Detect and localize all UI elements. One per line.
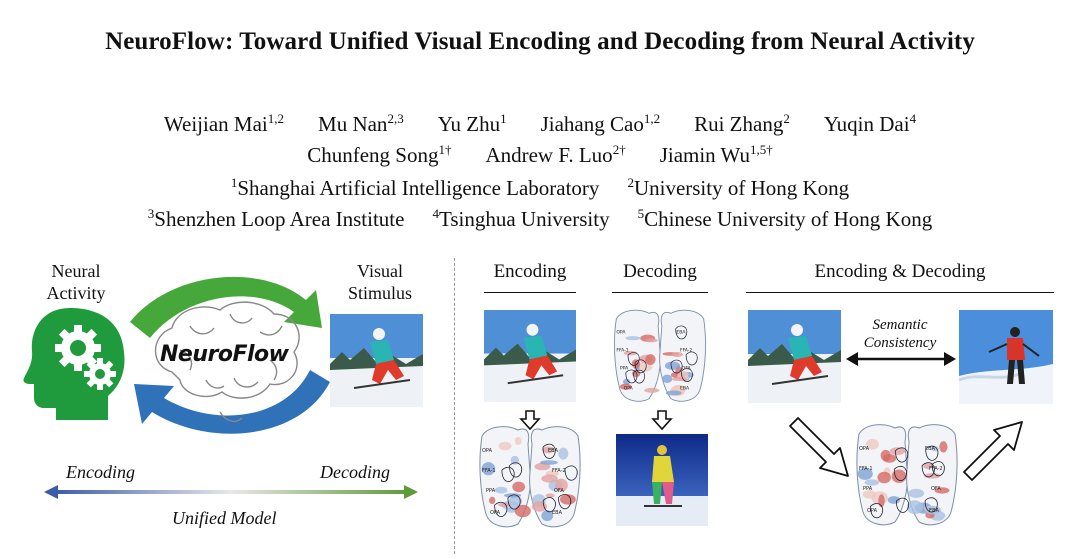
svg-text:EBA: EBA	[929, 508, 940, 514]
affiliation-mark: 2	[627, 175, 634, 190]
author-affiliation-mark: 2	[783, 111, 790, 126]
author-name: Weijian Mai1,2	[163, 111, 285, 136]
svg-text:EBA: EBA	[676, 329, 686, 335]
author-name: Yu Zhu1	[437, 111, 507, 136]
down-arrow-icon	[651, 410, 673, 431]
semantic-line2: Consistency	[863, 335, 937, 351]
svg-text:OPA: OPA	[867, 508, 878, 514]
author-name: Jiamin Wu1,5†	[659, 142, 773, 167]
paper-title: NeuroFlow: Toward Unified Visual Encodin…	[105, 28, 975, 55]
down-arrow-icon	[519, 410, 541, 431]
visual-stimulus-label: Visual Stimulus	[330, 260, 430, 304]
author-affiliation-mark: 1	[500, 111, 507, 126]
decoding-underline	[612, 292, 708, 293]
svg-text:FFA-2: FFA-2	[680, 347, 692, 353]
decoding-arc-arrow	[130, 276, 322, 338]
svg-text:FFA-2: FFA-2	[552, 468, 566, 474]
neural-label-line2: Activity	[46, 283, 106, 303]
encdec-underline	[746, 292, 1054, 293]
svg-text:PPA: PPA	[863, 486, 873, 492]
encoding-arc-arrow	[134, 370, 330, 434]
svg-text:OPA: OPA	[859, 446, 870, 452]
svg-text:PPA: PPA	[486, 488, 496, 494]
unified-model-label: Unified Model	[172, 508, 277, 528]
author-affiliation-mark: 2†	[612, 142, 626, 157]
affiliation-row1: 1Shanghai Artificial Intelligence Labora…	[0, 176, 1080, 201]
diagonal-down-arrow-icon	[789, 417, 849, 477]
visual-label-line1: Visual	[357, 261, 403, 281]
author-list-row1: Weijian Mai1,2 Mu Nan2,3 Yu Zhu1 Jiahang Ca…	[0, 112, 1080, 137]
head-gears-icon	[23, 308, 125, 420]
neural-label-line1: Neural	[51, 261, 101, 281]
svg-text:PPA: PPA	[620, 366, 629, 372]
svg-text:FFA-2: FFA-2	[929, 466, 943, 472]
affiliation-mark: 5	[637, 206, 645, 221]
decoding-label: Decoding	[320, 462, 390, 482]
encoding-label: Encoding	[66, 462, 135, 482]
visual-label-line2: Stimulus	[347, 283, 413, 303]
affiliation-row2: 3Shenzhen Loop Area Institute 4Tsinghua U…	[0, 207, 1080, 232]
author-affiliation-mark: 1,2	[267, 111, 285, 126]
encoding-underline	[484, 292, 576, 293]
svg-text:FFA-1: FFA-1	[616, 347, 628, 353]
author-affiliation-mark: 1,5†	[750, 142, 773, 157]
unified-gradient-arrow	[44, 485, 418, 499]
author-name: Chunfeng Song1†	[307, 142, 452, 167]
diagonal-up-arrow-icon	[963, 421, 1023, 481]
svg-text:OFA: OFA	[931, 486, 941, 492]
svg-text:EBA: EBA	[548, 448, 559, 454]
neural-activity-label: Neural Activity	[30, 260, 122, 304]
author-name: Jiahang Cao1,2	[540, 111, 661, 136]
affiliation-name: 2University of Hong Kong	[627, 175, 850, 200]
svg-text:EBA: EBA	[925, 446, 936, 452]
author-name: Rui Zhang2	[694, 111, 790, 136]
svg-text:OFA: OFA	[682, 366, 692, 372]
svg-text:FFA-1: FFA-1	[482, 468, 496, 474]
affiliation-name: 1Shanghai Artificial Intelligence Labora…	[230, 175, 600, 200]
skier-photo-left	[330, 314, 423, 407]
affiliation-name: 3Shenzhen Loop Area Institute	[147, 206, 405, 231]
svg-text:EBA: EBA	[680, 386, 690, 392]
encdec-header: Encoding & Decoding	[814, 261, 986, 282]
neuroflow-logo: NeuroFlow	[160, 342, 289, 367]
author-affiliation-mark: 4	[909, 111, 917, 126]
affiliation-name: 4Tsinghua University	[432, 206, 610, 231]
encoding-header: Encoding	[493, 261, 567, 282]
author-affiliation-mark: 2,3	[387, 111, 404, 126]
skier-photo-encoding	[484, 310, 576, 402]
svg-text:OPA: OPA	[624, 386, 634, 392]
decoded-skier-photo	[616, 434, 708, 526]
skier-photo-encdec	[748, 310, 841, 403]
author-list-row2: Chunfeng Song1† Andrew F. Luo2† Jiamin Wu1…	[0, 143, 1080, 168]
affiliation-mark: 3	[147, 206, 155, 221]
svg-text:FFA-1: FFA-1	[859, 466, 873, 472]
decoding-header: Decoding	[623, 261, 697, 282]
author-affiliation-mark: 1†	[438, 142, 452, 157]
author-affiliation-mark: 1,2	[643, 111, 661, 126]
svg-text:OFA: OFA	[554, 488, 564, 494]
encoding-decoding-cycle	[130, 276, 330, 434]
generated-skier-photo	[958, 310, 1053, 404]
svg-text:OPA: OPA	[616, 329, 626, 335]
panel-divider	[454, 258, 455, 554]
affiliation-mark: 4	[432, 206, 439, 221]
affiliation-mark: 1	[230, 175, 238, 190]
svg-text:EBA: EBA	[552, 510, 563, 516]
svg-text:OPA: OPA	[482, 448, 493, 454]
affiliation-name: 5Chinese University of Hong Kong	[637, 206, 933, 231]
semantic-line1: Semantic	[872, 317, 928, 333]
author-name: Mu Nan2,3	[318, 111, 404, 136]
author-name: Yuqin Dai4	[823, 111, 917, 136]
brain-icon	[155, 301, 300, 423]
author-name: Andrew F. Luo2†	[485, 142, 626, 167]
semantic-consistency-label: Semantic Consistency	[852, 316, 948, 352]
svg-text:OPA: OPA	[490, 510, 501, 516]
double-arrow-icon	[846, 352, 956, 366]
